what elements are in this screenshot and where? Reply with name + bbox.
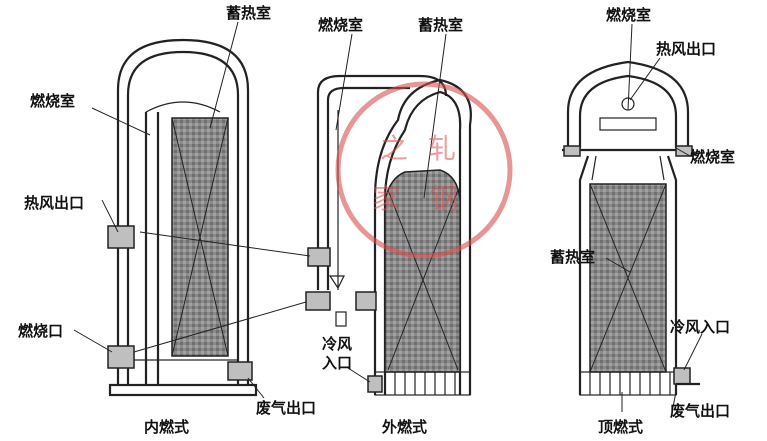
top-combustion-stove: 燃烧室 热风出口 燃烧室 蓄热室 冷风入口 废气出口 顶燃式: [550, 6, 735, 436]
inner-caption: 内燃式: [144, 418, 189, 436]
top-label-cold-air-inlet: 冷风入口: [670, 318, 730, 336]
outer-label-combustion-chamber: 燃烧室: [318, 16, 363, 34]
inner-label-waste-gas-outlet: 废气出口: [256, 399, 316, 417]
outer-cold-air-port: [367, 375, 383, 393]
outer-label-cold-air-inlet-line2: 入口: [322, 354, 352, 372]
outer-burner-port-2: [355, 291, 377, 311]
outer-grate: [374, 371, 471, 396]
outer-burner-port: [305, 291, 331, 311]
watermark-char-3: 家: [372, 182, 400, 215]
outer-hot-air-port: [307, 247, 331, 267]
top-label-combustion-chamber-top: 燃烧室: [606, 6, 651, 24]
top-caption: 顶燃式: [598, 418, 643, 436]
watermark-stamp: 之 轧 家 钢: [335, 81, 513, 259]
top-label-combustion-chamber-side: 燃烧室: [690, 148, 735, 166]
outer-label-cold-air-inlet-line1: 冷风: [322, 335, 352, 353]
top-cold-air-port: [673, 367, 691, 385]
inner-label-hot-air-outlet: 热风出口: [24, 194, 84, 212]
top-label-waste-gas-outlet: 废气出口: [670, 402, 730, 420]
inner-label-burner-port: 燃烧口: [18, 322, 63, 340]
watermark-char-4: 钢: [430, 182, 458, 215]
inner-hot-air-outlet-port: [107, 225, 135, 249]
inner-label-combustion-chamber: 燃烧室: [30, 92, 75, 110]
watermark-char-1: 之: [380, 132, 408, 165]
top-grate: [579, 371, 677, 396]
top-label-hot-air-outlet: 热风出口: [656, 40, 716, 58]
inner-waste-gas-port: [227, 361, 253, 381]
watermark-char-2: 轧: [428, 132, 456, 165]
top-label-checker-chamber: 蓄热室: [550, 248, 595, 266]
outer-caption: 外燃式: [381, 418, 427, 436]
outer-label-checker-chamber: 蓄热室: [418, 16, 463, 34]
inner-label-checker-chamber: 蓄热室: [226, 4, 271, 22]
inner-burner-port: [107, 345, 135, 369]
inner-combustion-stove: 蓄热室 燃烧室 热风出口 燃烧口 废气出口 内燃式: [18, 4, 316, 436]
